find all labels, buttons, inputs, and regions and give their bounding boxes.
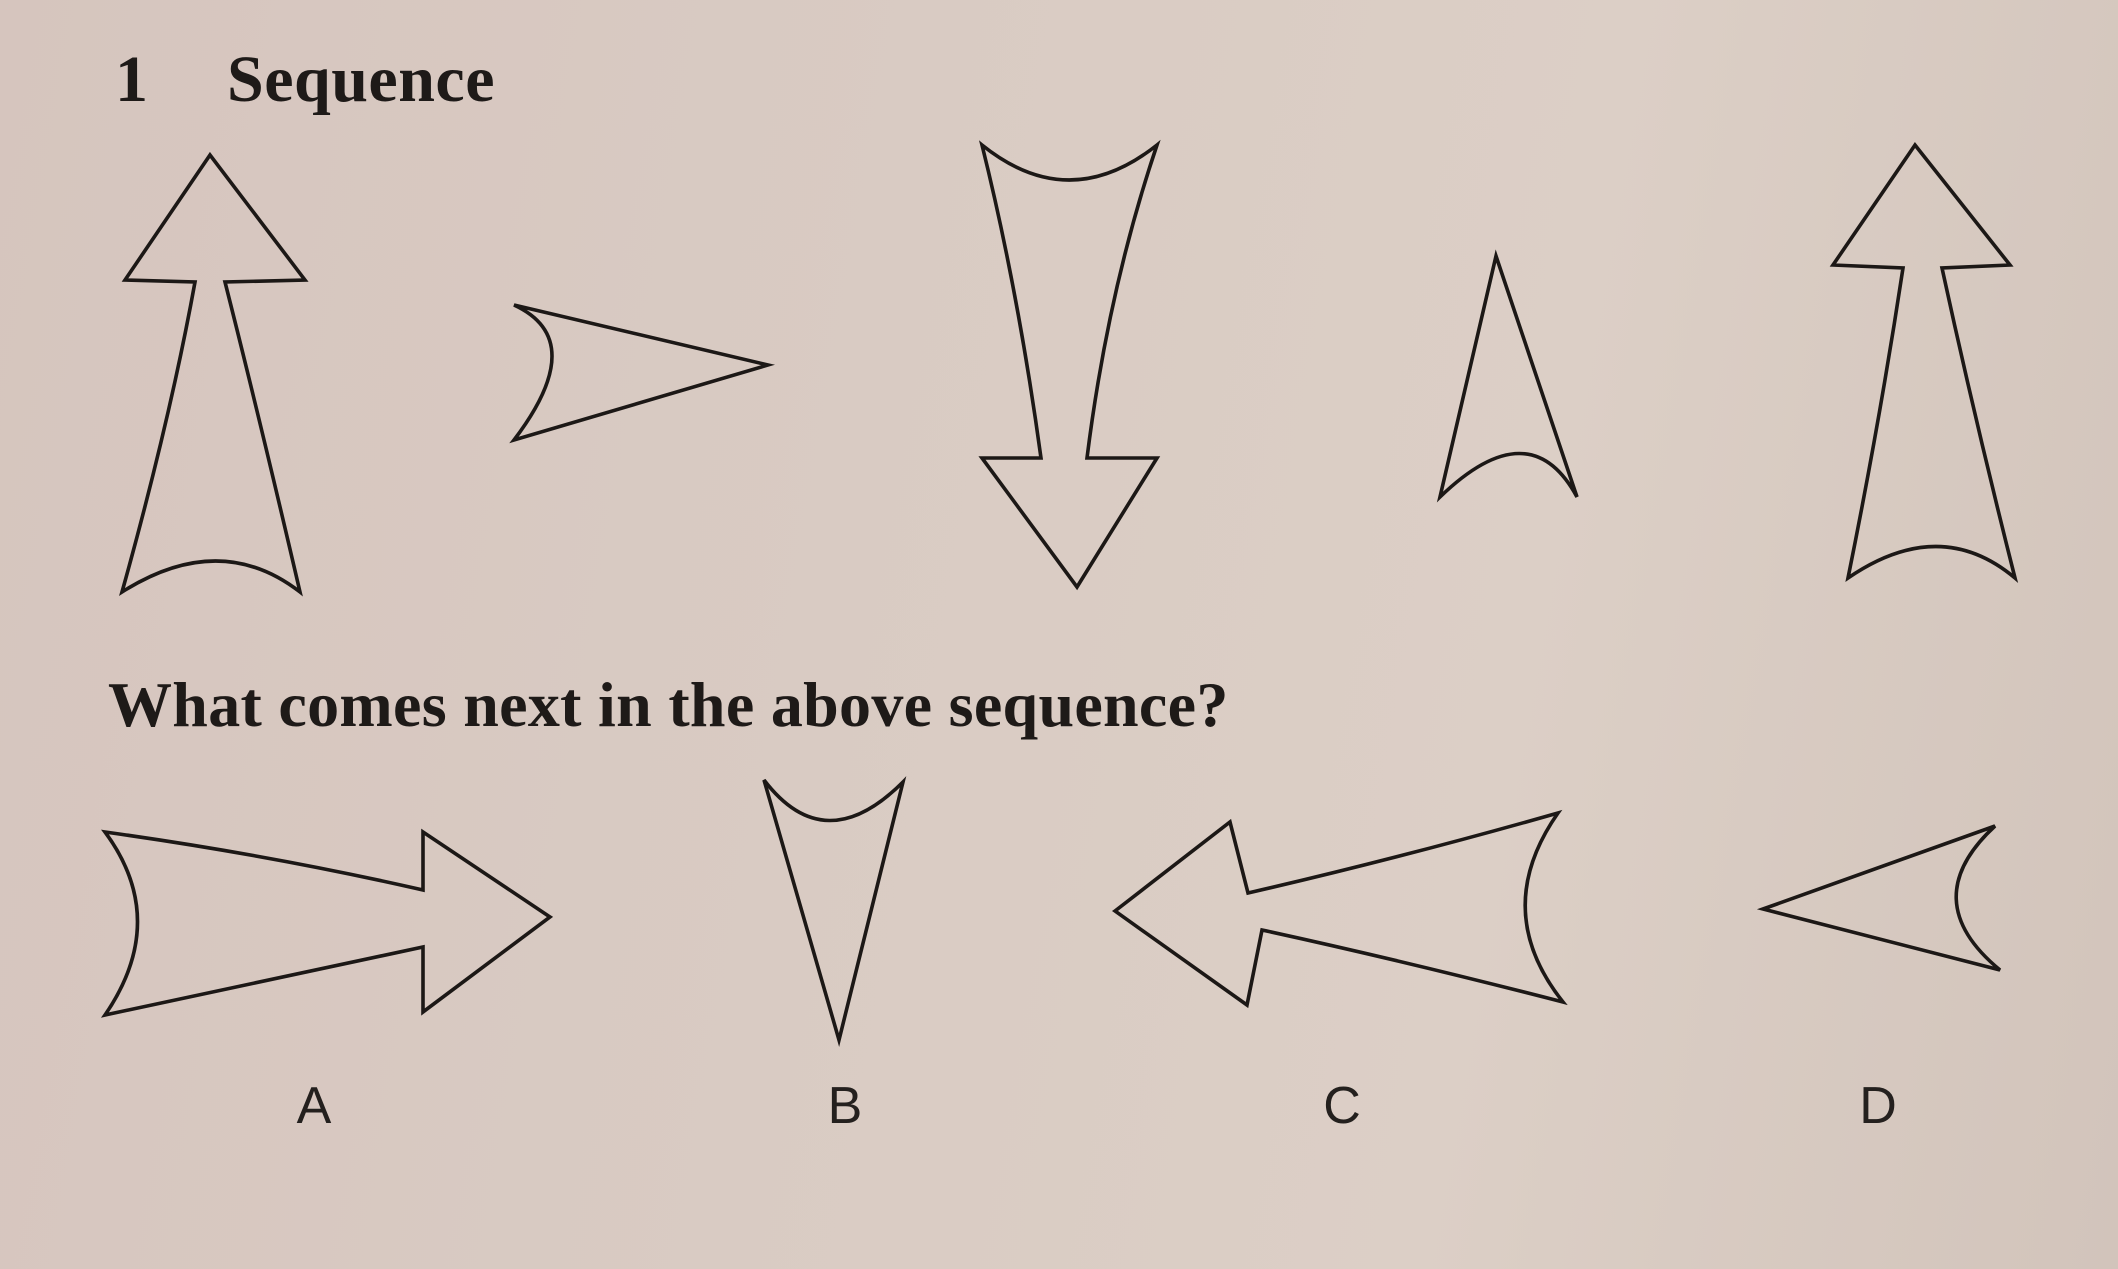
option-b-label: B: [827, 1077, 863, 1135]
option-d-label: D: [1859, 1077, 1897, 1135]
question-number: 1: [115, 43, 149, 116]
option-d-figure-arrowhead-left: [1756, 824, 2002, 972]
question-title: Sequence: [227, 43, 495, 116]
question-prompt: What comes next in the above sequence?: [108, 669, 1229, 740]
sequence-figure-2-arrowhead-right: [509, 303, 776, 444]
option-a-figure-long-arrow-right: [100, 828, 554, 1018]
question-heading: 1 Sequence: [115, 42, 495, 118]
sequence-figure-5-long-arrow-up: [1829, 141, 2019, 583]
sequence-figure-3-long-arrow-down: [978, 139, 1161, 591]
option-b-figure-arrowhead-down: [762, 776, 907, 1047]
option-a-label: A: [296, 1077, 332, 1135]
sequence-figure-1-long-arrow-up: [119, 151, 309, 597]
option-c-figure-long-arrow-left: [1111, 809, 1568, 1009]
option-c-label: C: [1323, 1077, 1361, 1135]
sequence-figure-4-arrowhead-up: [1436, 249, 1579, 503]
